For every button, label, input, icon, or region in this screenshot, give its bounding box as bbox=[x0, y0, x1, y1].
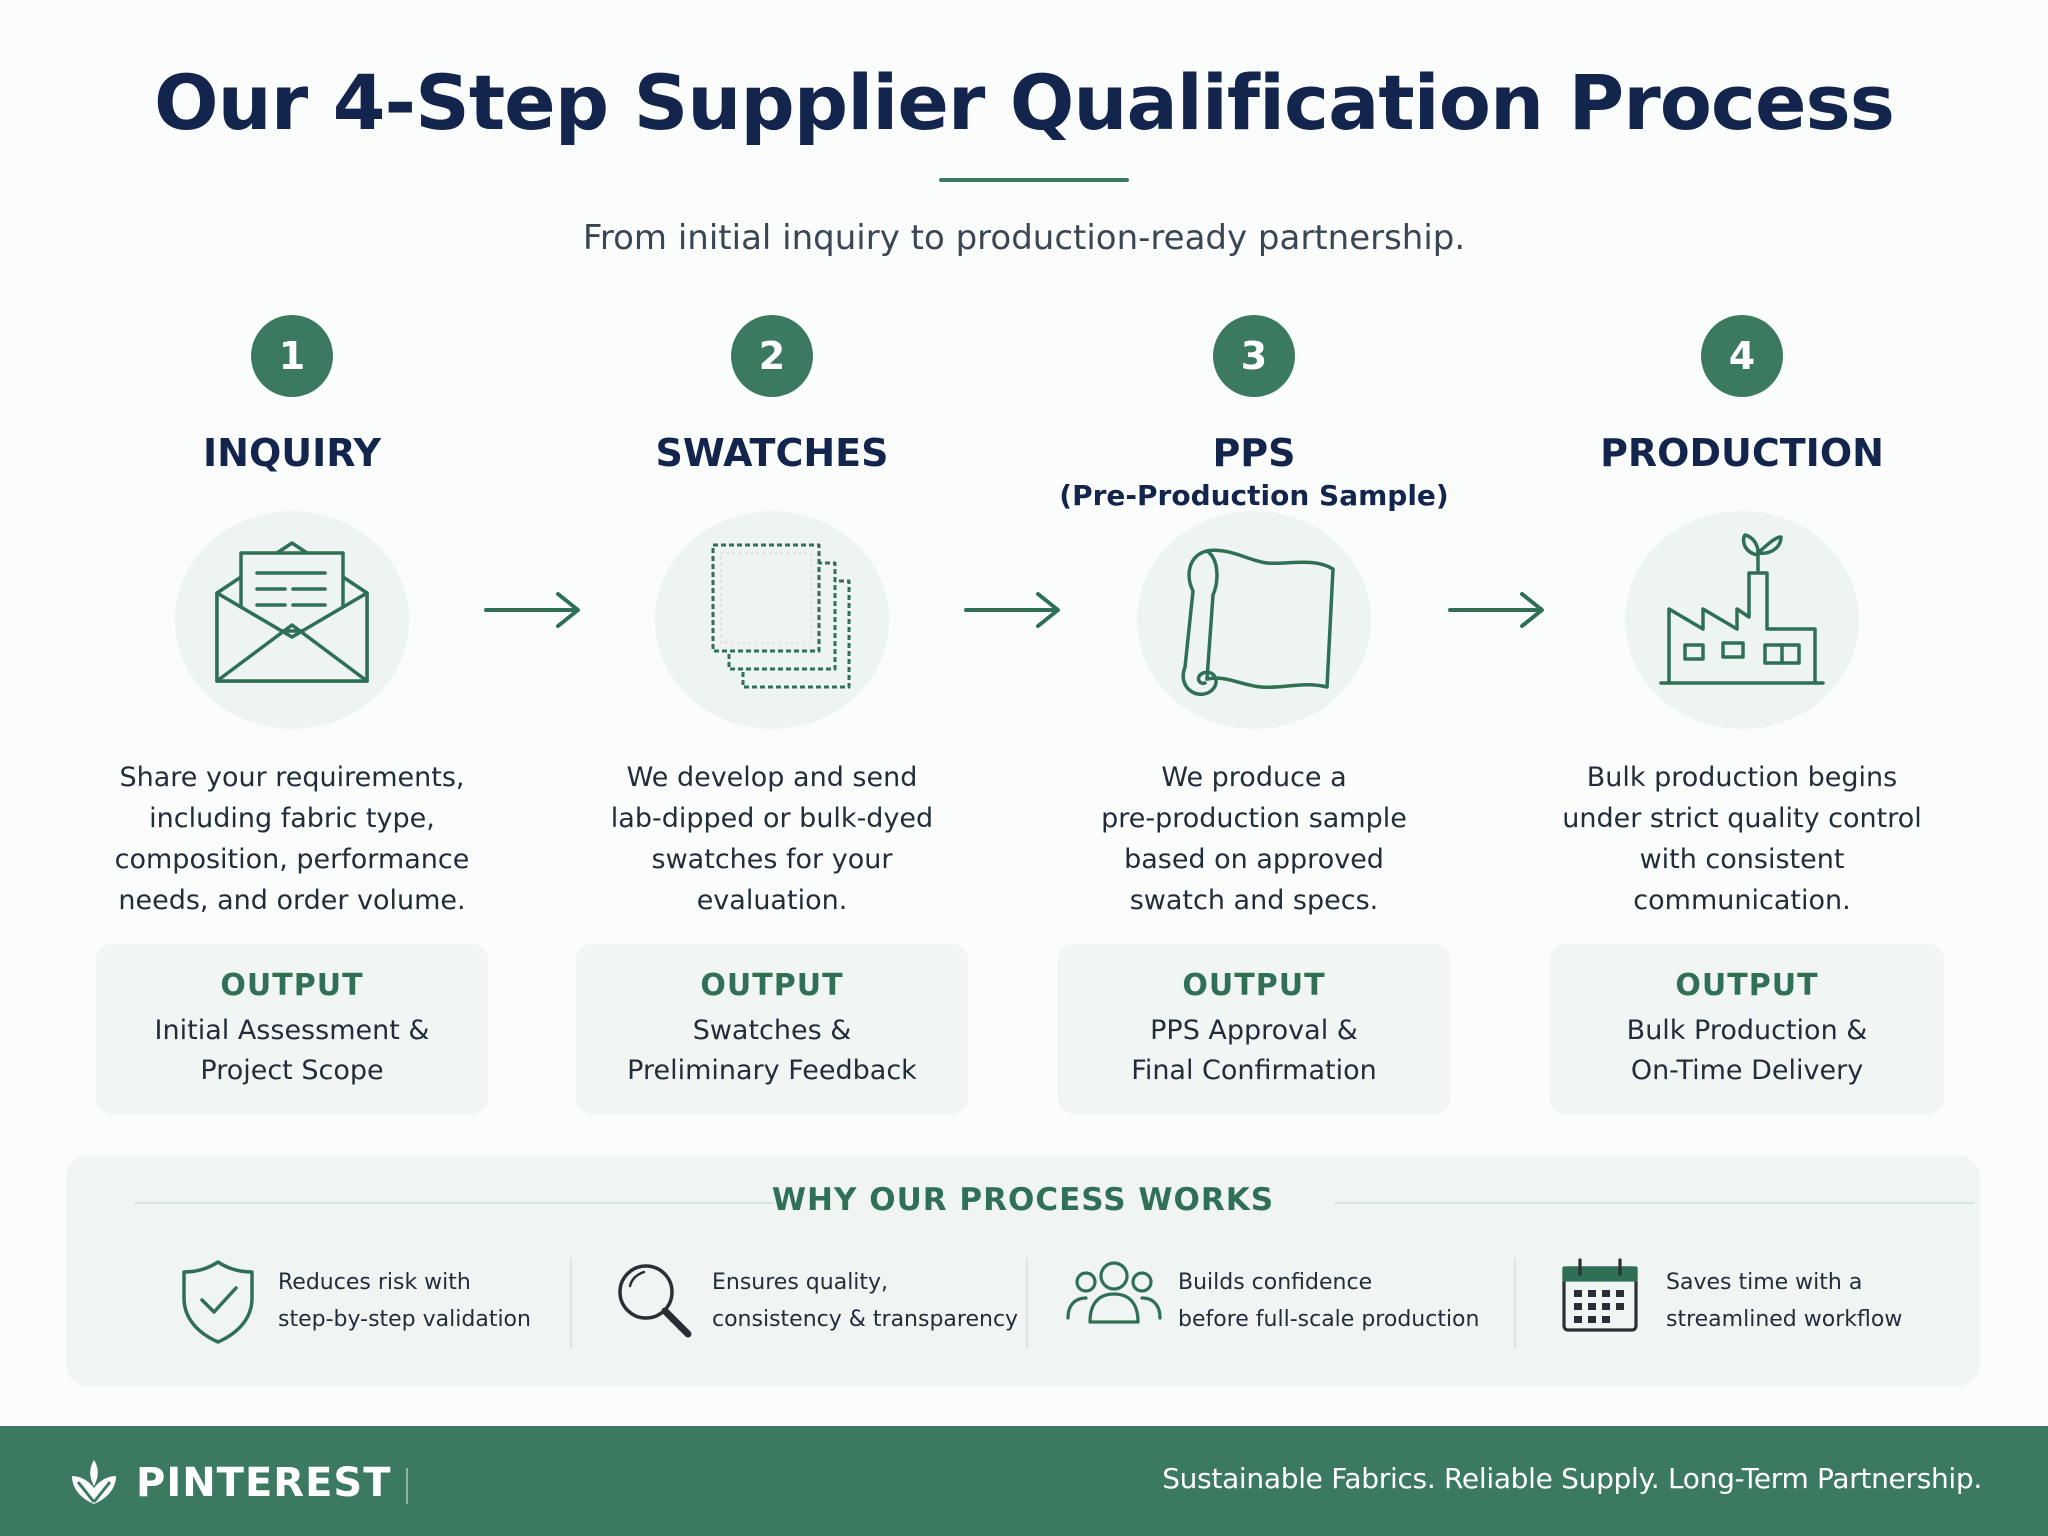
step-subtitle: (Pre-Production Sample) bbox=[1059, 479, 1449, 512]
step-number-badge: 1 bbox=[251, 315, 333, 397]
step-title: PRODUCTION bbox=[1600, 431, 1884, 475]
calendar-icon bbox=[1562, 1258, 1638, 1332]
step-title: SWATCHES bbox=[655, 431, 889, 475]
why-title: WHY OUR PROCESS WORKS bbox=[771, 1182, 1275, 1218]
desc-line: composition, performance bbox=[114, 844, 470, 875]
desc-line: Bulk production begins bbox=[1586, 762, 1898, 793]
desc-line: including fabric type, bbox=[149, 803, 435, 834]
output-line: PPS Approval & bbox=[1150, 1015, 1358, 1046]
step-number-badge: 2 bbox=[731, 315, 813, 397]
benefit-ensures-quality: Ensures quality, consistency & transpare… bbox=[612, 1258, 1052, 1348]
step-number-badge: 3 bbox=[1213, 315, 1295, 397]
benefit-line: streamlined workflow bbox=[1666, 1307, 1903, 1332]
benefit-line: Reduces risk with bbox=[278, 1270, 471, 1295]
desc-line: Share your requirements, bbox=[119, 762, 465, 793]
output-label: OUTPUT bbox=[1182, 968, 1326, 1003]
title-underline bbox=[939, 178, 1129, 182]
output-line: Preliminary Feedback bbox=[627, 1055, 917, 1086]
desc-line: communication. bbox=[1633, 885, 1851, 916]
benefit-reduces-risk: Reduces risk with step-by-step validatio… bbox=[178, 1258, 598, 1348]
step-pps: 3 PPS (Pre-Production Sample) We produce… bbox=[1014, 315, 1494, 921]
benefit-line: consistency & transparency bbox=[712, 1307, 1019, 1332]
magnifier-icon bbox=[618, 1264, 692, 1338]
output-line: Initial Assessment & bbox=[154, 1015, 430, 1046]
envelope-letter-icon bbox=[175, 511, 409, 729]
divider bbox=[1334, 1202, 1974, 1204]
footer-divider bbox=[406, 1468, 408, 1504]
output-label: OUTPUT bbox=[220, 968, 364, 1003]
arrow-right-icon bbox=[484, 592, 580, 628]
arrow-right-icon bbox=[964, 592, 1060, 628]
output-line: Swatches & bbox=[692, 1015, 852, 1046]
output-card-swatches: OUTPUT Swatches & Preliminary Feedback bbox=[576, 944, 968, 1114]
output-line: On-Time Delivery bbox=[1630, 1055, 1864, 1086]
benefit-line: step-by-step validation bbox=[278, 1307, 531, 1332]
brand-name: PINTEREST bbox=[136, 1460, 392, 1506]
output-text: PPS Approval & Final Confirmation bbox=[1058, 1011, 1450, 1091]
output-text: Bulk Production & On-Time Delivery bbox=[1550, 1011, 1944, 1091]
benefit-builds-confidence: Builds confidence before full-scale prod… bbox=[1064, 1258, 1524, 1348]
arrow-right-icon bbox=[1448, 592, 1544, 628]
shield-check-icon bbox=[182, 1260, 254, 1344]
output-text: Swatches & Preliminary Feedback bbox=[576, 1011, 968, 1091]
step-swatches: 2 SWATCHES We develop and send lab-dippe… bbox=[532, 315, 1012, 921]
output-text: Initial Assessment & Project Scope bbox=[96, 1011, 488, 1091]
benefit-text: Reduces risk with step-by-step validatio… bbox=[278, 1264, 531, 1338]
output-line: Project Scope bbox=[200, 1055, 384, 1086]
desc-line: under strict quality control bbox=[1562, 803, 1922, 834]
benefit-line: Saves time with a bbox=[1666, 1270, 1863, 1295]
output-line: Final Confirmation bbox=[1131, 1055, 1377, 1086]
desc-line: swatches for your bbox=[651, 844, 893, 875]
step-number-badge: 4 bbox=[1701, 315, 1783, 397]
desc-line: We produce a bbox=[1161, 762, 1347, 793]
page-title: Our 4-Step Supplier Qualification Proces… bbox=[154, 58, 1895, 147]
benefit-divider bbox=[1026, 1258, 1028, 1348]
benefit-divider bbox=[1514, 1258, 1516, 1348]
desc-line: We develop and send bbox=[626, 762, 918, 793]
step-description: We develop and send lab-dipped or bulk-d… bbox=[532, 757, 1012, 921]
desc-line: pre-production sample bbox=[1101, 803, 1407, 834]
step-title: INQUIRY bbox=[203, 431, 381, 475]
people-icon bbox=[1066, 1261, 1162, 1324]
step-title: PPS bbox=[1212, 431, 1296, 475]
desc-line: with consistent bbox=[1639, 844, 1845, 875]
leaf-logo-icon bbox=[72, 1460, 116, 1504]
benefit-line: Builds confidence bbox=[1178, 1270, 1373, 1295]
step-description: Bulk production begins under strict qual… bbox=[1502, 757, 1982, 921]
benefit-text: Builds confidence before full-scale prod… bbox=[1178, 1264, 1479, 1338]
desc-line: based on approved bbox=[1124, 844, 1384, 875]
fabric-swatches-icon bbox=[655, 511, 889, 729]
factory-icon bbox=[1625, 511, 1859, 729]
desc-line: swatch and specs. bbox=[1129, 885, 1379, 916]
desc-line: evaluation. bbox=[696, 885, 848, 916]
benefit-text: Ensures quality, consistency & transpare… bbox=[712, 1264, 1018, 1338]
output-card-pps: OUTPUT PPS Approval & Final Confirmation bbox=[1058, 944, 1450, 1114]
benefit-saves-time: Saves time with a streamlined workflow bbox=[1560, 1258, 1960, 1348]
output-line: Bulk Production & bbox=[1626, 1015, 1868, 1046]
desc-line: needs, and order volume. bbox=[118, 885, 466, 916]
step-description: We produce a pre-production sample based… bbox=[1014, 757, 1494, 921]
desc-line: lab-dipped or bulk-dyed bbox=[610, 803, 934, 834]
output-label: OUTPUT bbox=[700, 968, 844, 1003]
why-process-works-panel: WHY OUR PROCESS WORKS Reduces risk with … bbox=[66, 1156, 1980, 1386]
footer-bar: PINTEREST Sustainable Fabrics. Reliable … bbox=[0, 1426, 2048, 1536]
benefit-divider bbox=[570, 1258, 572, 1348]
benefit-line: Ensures quality, bbox=[712, 1270, 889, 1295]
benefit-text: Saves time with a streamlined workflow bbox=[1666, 1264, 1902, 1338]
output-label: OUTPUT bbox=[1675, 968, 1819, 1003]
output-card-production: OUTPUT Bulk Production & On-Time Deliver… bbox=[1550, 944, 1944, 1114]
page-subtitle: From initial inquiry to production-ready… bbox=[582, 218, 1466, 258]
divider bbox=[134, 1202, 774, 1204]
step-description: Share your requirements, including fabri… bbox=[52, 757, 532, 921]
step-inquiry: 1 INQUIRY Share your requirements, inclu… bbox=[52, 315, 532, 921]
fabric-roll-icon bbox=[1137, 511, 1371, 729]
output-card-inquiry: OUTPUT Initial Assessment & Project Scop… bbox=[96, 944, 488, 1114]
footer-tagline: Sustainable Fabrics. Reliable Supply. Lo… bbox=[1162, 1462, 1982, 1495]
step-production: 4 PRODUCTION Bulk production begins unde… bbox=[1502, 315, 1982, 921]
benefit-line: before full-scale production bbox=[1178, 1307, 1480, 1332]
